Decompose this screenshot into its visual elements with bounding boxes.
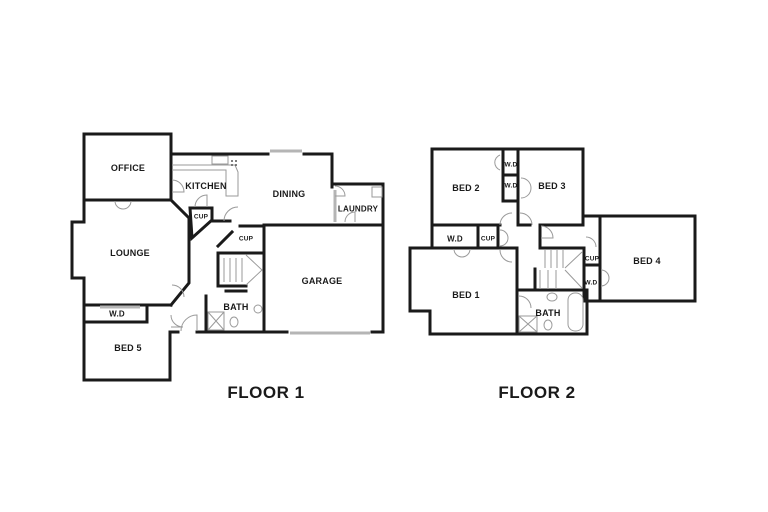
room-label-cupboard-1: CUP <box>193 213 209 221</box>
room-label-laundry: LAUNDRY <box>337 204 379 214</box>
room-label-bed-1: BED 1 <box>452 290 480 300</box>
room-label-cupboard-right: CUP <box>584 255 600 263</box>
room-label-garage: GARAGE <box>301 276 343 286</box>
floor-2-title: FLOOR 2 <box>498 383 576 402</box>
room-label-wardrobe: W.D <box>109 309 125 319</box>
room-label-bed-3: BED 3 <box>538 181 566 191</box>
floor2-walls <box>408 147 697 336</box>
room-label-cupboard-2: CUP <box>238 235 254 243</box>
floor1-fixtures <box>100 149 383 335</box>
room-label-wardrobe-top: W.D <box>504 161 518 169</box>
floor1-walls <box>70 132 385 382</box>
room-label-bed-4: BED 4 <box>633 256 661 266</box>
room-label-wardrobe-left: W.D <box>447 234 463 244</box>
room-label-lounge: LOUNGE <box>110 248 150 258</box>
room-label-wardrobe-right: W.D <box>584 279 598 287</box>
floor2-fixtures <box>453 154 610 333</box>
room-label-kitchen: KITCHEN <box>185 181 227 191</box>
room-label-bath-2: BATH <box>535 308 561 318</box>
room-label-bed-2: BED 2 <box>452 183 480 193</box>
room-label-office: OFFICE <box>110 163 146 173</box>
room-label-wardrobe-mid: W.D <box>504 182 518 190</box>
room-label-cupboard-left: CUP <box>480 235 496 243</box>
room-label-bed-5: BED 5 <box>114 343 142 353</box>
room-label-dining: DINING <box>272 189 306 199</box>
room-label-bath: BATH <box>223 302 249 312</box>
floor-1-title: FLOOR 1 <box>227 383 305 402</box>
